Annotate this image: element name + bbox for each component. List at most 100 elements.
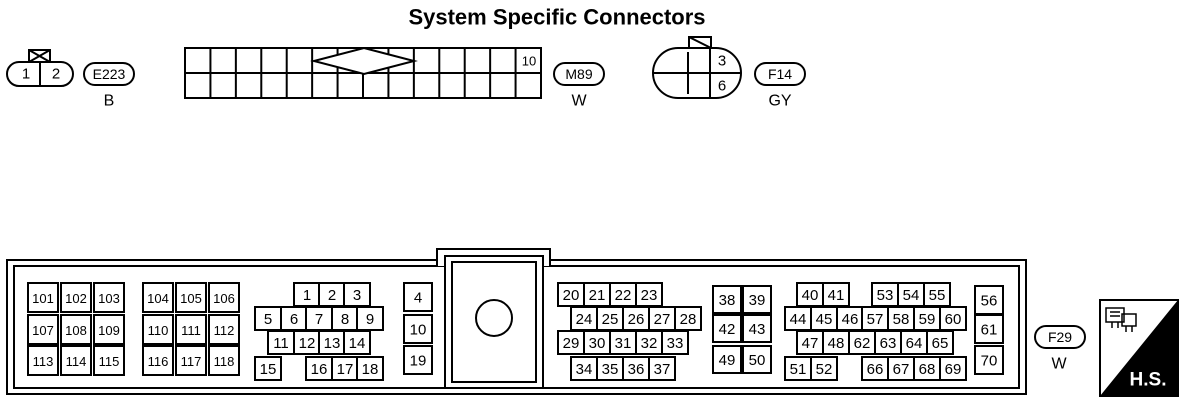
pin-label: 53 <box>877 287 894 304</box>
pin-cavity: 102 <box>60 282 92 313</box>
pin-cavity: 16 <box>305 356 333 381</box>
pin-label: 69 <box>945 361 962 378</box>
pin-cavity: 65 <box>926 330 954 355</box>
pin-label: 4 <box>414 290 422 307</box>
pin-label: 35 <box>602 361 619 378</box>
pin-cavity: 116 <box>142 345 174 376</box>
pin-cavity: 39 <box>742 285 772 314</box>
pin-label: 13 <box>324 335 341 352</box>
pin-cavity: 26 <box>622 306 650 331</box>
pin-cavity: 14 <box>343 330 371 355</box>
pin-label: 7 <box>315 311 323 328</box>
pin-cavity: 108 <box>60 314 92 345</box>
pin-cavity: 24 <box>570 306 598 331</box>
pin-label: 56 <box>981 293 998 310</box>
pin-cavity: 17 <box>331 356 359 381</box>
pin-cavity: 2 <box>318 282 346 307</box>
pin-label: 15 <box>260 361 277 378</box>
pin-cavity: 107 <box>27 314 59 345</box>
pin-cavity: 55 <box>923 282 951 307</box>
pin-label: 66 <box>867 361 884 378</box>
pin-cavity: 69 <box>939 356 967 381</box>
pin-label: 10 <box>522 54 536 69</box>
pin-label: 6 <box>718 78 726 95</box>
pin-cavity: 61 <box>974 314 1004 344</box>
pin-label: 48 <box>828 335 845 352</box>
connector-key-icon <box>310 46 418 76</box>
pin-label: 21 <box>589 287 606 304</box>
pin-cavity: 66 <box>861 356 889 381</box>
pin-label: 110 <box>148 323 169 338</box>
pin-label: 18 <box>362 361 379 378</box>
pin-label: 19 <box>410 353 427 370</box>
pin-cavity: 1 <box>293 282 321 307</box>
pin-cavity: 41 <box>822 282 850 307</box>
pin-cavity: 9 <box>356 306 384 331</box>
pin-cavity: 117 <box>175 345 207 376</box>
pin-label: 61 <box>981 322 998 339</box>
pin-cavity: 49 <box>712 345 742 374</box>
pin-label: 109 <box>98 323 120 338</box>
pin-label: 16 <box>311 361 328 378</box>
connector-id-badge <box>83 62 135 86</box>
connector-id: M89 <box>565 66 592 82</box>
connector-latch-icon <box>28 49 51 63</box>
pin-label: 51 <box>790 361 807 378</box>
pin-label: 111 <box>181 323 201 338</box>
pin-label: 112 <box>214 323 235 338</box>
pin-label: 40 <box>802 287 819 304</box>
pin-cavity: 104 <box>142 282 174 313</box>
pin-cavity: 57 <box>861 306 889 331</box>
pin-label: 47 <box>802 335 819 352</box>
pin-label: 25 <box>602 311 619 328</box>
pin-label: 44 <box>790 311 807 328</box>
pin-cavity: 114 <box>60 345 92 376</box>
pin-label: 52 <box>816 361 833 378</box>
pin-cavity: 52 <box>810 356 838 381</box>
pin-cavity: 21 <box>583 282 611 307</box>
pin-cavity: 12 <box>293 330 321 355</box>
pin-label: 2 <box>52 66 60 83</box>
pin-cavity: 59 <box>913 306 941 331</box>
diagram-title: System Specific Connectors <box>408 5 705 30</box>
pin-cavity: 38 <box>712 285 742 314</box>
pin-label: 106 <box>213 291 235 306</box>
pin-label: 57 <box>867 311 884 328</box>
connector-id-badge <box>553 62 605 86</box>
pin-label: 37 <box>654 361 671 378</box>
connector-color: W <box>1051 356 1067 373</box>
pin-label: 5 <box>264 311 272 328</box>
pin-cavity: 36 <box>622 356 650 381</box>
pin-label: 68 <box>919 361 936 378</box>
pin-label: 29 <box>563 335 580 352</box>
pin-cavity: 111 <box>175 314 207 345</box>
pin-cavity: 112 <box>208 314 240 345</box>
connector-id-badge <box>1034 325 1086 349</box>
pin-label: 32 <box>641 335 658 352</box>
pin-label: 6 <box>290 311 298 328</box>
pin-label: 17 <box>337 361 354 378</box>
pin-label: 34 <box>576 361 593 378</box>
pin-label: 50 <box>749 352 766 369</box>
pin-label: 30 <box>589 335 606 352</box>
pin-cavity: 64 <box>900 330 928 355</box>
pin-cavity: 19 <box>403 345 433 375</box>
pin-cavity: 13 <box>318 330 346 355</box>
pin-cavity: 25 <box>596 306 624 331</box>
pin-cavity: 58 <box>887 306 915 331</box>
pin-cavity: 34 <box>570 356 598 381</box>
pin-label: 70 <box>981 353 998 370</box>
connector-f14: 3 6 F14 GY <box>652 36 806 110</box>
pin-cavity: 8 <box>331 306 359 331</box>
pin-label: 45 <box>816 311 833 328</box>
pin-cavity: 29 <box>557 330 585 355</box>
pin-label: 1 <box>303 287 311 304</box>
pin-label: 107 <box>32 323 54 338</box>
pin-label: 41 <box>828 287 845 304</box>
connector-id: F14 <box>768 66 792 82</box>
pin-cavity: 63 <box>874 330 902 355</box>
pin-label: 20 <box>563 287 580 304</box>
pin-cavity: 7 <box>305 306 333 331</box>
